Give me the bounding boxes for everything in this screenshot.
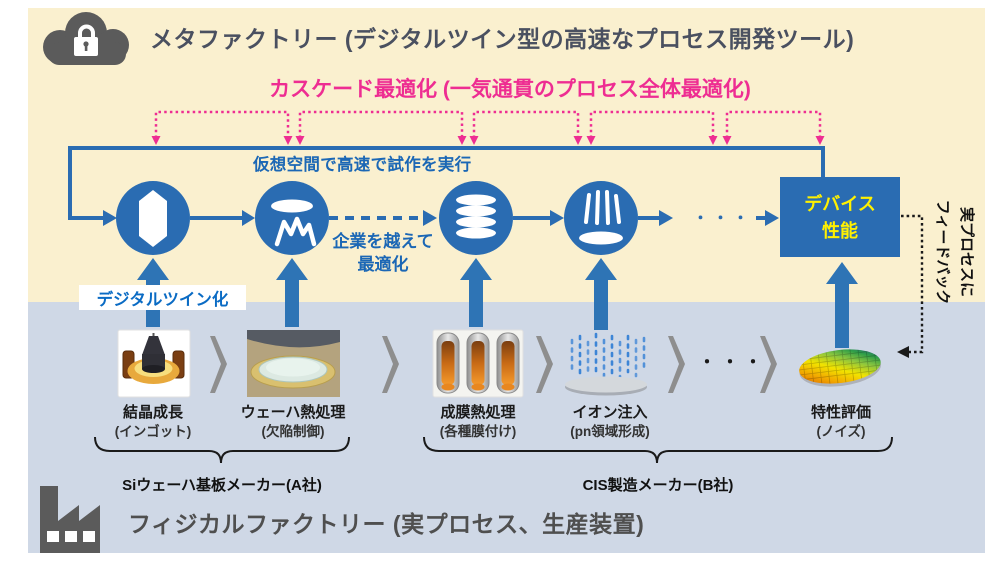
cascade-dotted-arrows — [154, 110, 822, 138]
digitize-up-arrows — [137, 258, 858, 348]
wafer-heat-photo — [247, 330, 340, 397]
real-process-feedback-label: 実プロセスに フィードバック — [934, 199, 975, 305]
physical-step-chevrons — [210, 336, 777, 393]
cloud-lock-icon — [43, 12, 129, 65]
virtual-loop-line — [68, 146, 825, 226]
process-label-crystal-growth: 結晶成長 (インゴット) — [114, 404, 192, 439]
cascade-arrowheads — [151, 136, 825, 145]
digital-twin-label: デジタルツイン化 — [79, 285, 246, 310]
tube-furnace-photo — [432, 329, 524, 398]
cascade-optimization-label: カスケード最適化 (一気通貫のプロセス全体最適化) — [269, 78, 751, 101]
ion-implant-icon — [579, 190, 623, 245]
maker-braces — [94, 436, 893, 464]
physical-ellipsis: ・・・ — [698, 353, 768, 372]
real-process-feedback-line — [897, 214, 924, 358]
crystal-growth-photo — [117, 329, 191, 398]
physical-factory-title: フィジカルファクトリー (実プロセス、生産装置) — [128, 511, 645, 537]
process-connectors — [190, 210, 779, 226]
factory-icon — [40, 486, 100, 553]
maker-a-label: Siウェーハ基板メーカー(A社) — [122, 477, 322, 494]
meta-factory-title: メタファクトリー (デジタルツイン型の高速なプロセス開発ツール) — [150, 26, 855, 52]
wafer-anneal-icon — [271, 199, 317, 247]
process-label-film-deposition: 成膜熱処理 (各種膜付け) — [439, 404, 517, 439]
process-label-wafer-heat: ウェーハ熱処理 (欠陥制御) — [240, 404, 346, 439]
wafer-map-photo — [797, 345, 882, 388]
virtual-space-caption: 仮想空間で高速で試作を実行 — [253, 156, 472, 174]
device-performance-box: デバイス 性能 — [780, 177, 900, 257]
maker-b-label: CIS製造メーカー(B社) — [582, 477, 734, 494]
film-stack-icon — [456, 194, 496, 239]
circle-ion-implant — [564, 181, 638, 255]
circle-film-deposition — [439, 181, 513, 255]
circle-wafer-anneal — [255, 181, 329, 255]
ingot-crystal-icon — [139, 190, 167, 247]
circle-crystal-growth — [116, 181, 190, 255]
process-label-characterization: 特性評価 (ノイズ) — [810, 404, 871, 439]
ion-implant-graphic — [565, 332, 647, 396]
virtual-ellipsis: ・・・ — [692, 210, 753, 227]
cross-company-label: 企業を越えて 最適化 — [332, 232, 434, 274]
process-label-ion-implant: イオン注入 (pn領域形成) — [570, 404, 650, 439]
